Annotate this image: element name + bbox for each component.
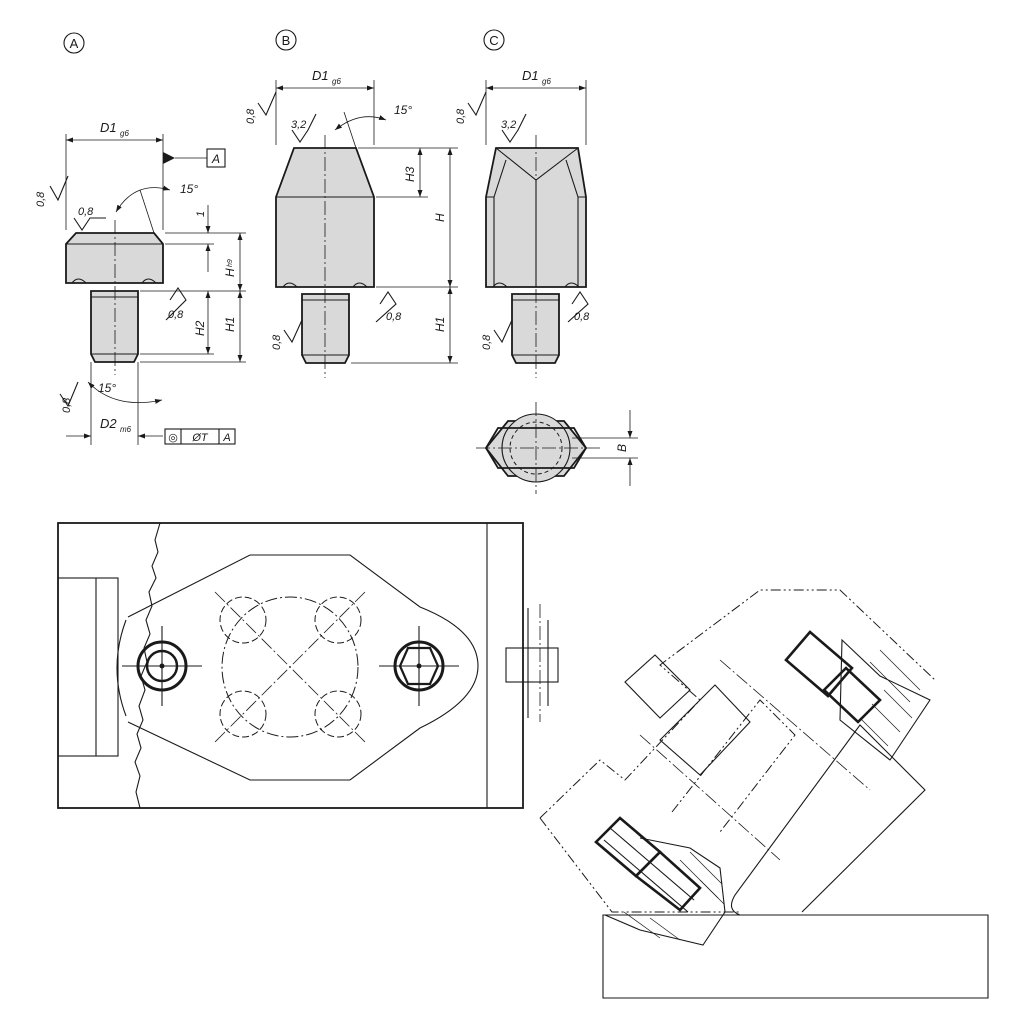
svg-text:0,8: 0,8 <box>35 191 47 207</box>
variant-a-angle-bottom: 15° <box>98 381 116 395</box>
lower-pin-section <box>594 816 726 946</box>
variant-a-label: A <box>70 36 79 51</box>
variant-c-d1-label: D1 <box>522 68 539 83</box>
upper-pin-section <box>784 630 931 761</box>
svg-text:0,8: 0,8 <box>455 108 467 124</box>
variant-c-d1-tolerance: g6 <box>542 77 551 86</box>
variant-b-drawing: B D1 g6 15° 0,8 3,2 0,8 0,8 <box>245 29 458 378</box>
variant-a-roughness-side: 0,8 <box>35 175 69 207</box>
variant-b-roughness-top: 0,8 <box>245 91 277 124</box>
svg-text:0,8: 0,8 <box>168 309 184 321</box>
variant-c-top-view: B <box>476 402 638 494</box>
variant-a-h1-label: H1 <box>223 317 237 332</box>
variant-c-roughness-shank: 0,8 <box>481 319 513 350</box>
variant-b-angle: 15° <box>394 103 412 117</box>
variant-b-roughness-shank: 0,8 <box>271 319 303 350</box>
variant-c-roughness-shoulder: 0,8 <box>567 291 590 323</box>
variant-a-d2-label: D2 <box>100 416 117 431</box>
svg-text:A: A <box>222 432 230 444</box>
variant-a-h-label: H <box>223 268 237 277</box>
variant-b-d1-tolerance: g6 <box>332 77 341 86</box>
svg-text:0,8: 0,8 <box>245 108 257 124</box>
svg-text:ØT: ØT <box>191 432 209 444</box>
variant-c-roughness-top: 0,8 <box>455 91 487 124</box>
variant-a-roughness-shank: 0,8 <box>59 381 79 413</box>
variant-a-drawing: A D1 g6 A 15° 0,8 0,8 <box>35 32 246 445</box>
variant-c-roughness-groove: 3,2 <box>501 113 527 143</box>
svg-text:0,8: 0,8 <box>481 334 493 350</box>
variant-c-label: C <box>489 33 498 48</box>
variant-b-h3-label: H3 <box>403 166 417 182</box>
svg-text:0,8: 0,8 <box>386 311 402 323</box>
variant-a-h2-label: H2 <box>193 320 207 336</box>
variant-a-d2-tolerance: m6 <box>120 425 132 434</box>
svg-text:0,8: 0,8 <box>61 397 73 413</box>
variant-a-d1-tolerance: g6 <box>120 129 129 138</box>
svg-text:3,2: 3,2 <box>501 119 516 131</box>
variant-c-b-label: B <box>615 444 629 452</box>
variant-b-d1-label: D1 <box>312 68 329 83</box>
variant-a-d1-label: D1 <box>100 120 117 135</box>
svg-text:0,8: 0,8 <box>574 311 590 323</box>
application-angled-section <box>539 589 989 999</box>
variant-c-drawing: C D1 g6 0,8 3,2 0,8 0,8 <box>455 29 638 494</box>
tolerance-frame: ◎ ØT A <box>164 428 236 445</box>
variant-a-roughness-shoulder: 0,8 <box>165 287 187 321</box>
variant-a-datum-label: A <box>211 152 220 166</box>
variant-b-h-label: H <box>433 213 447 222</box>
svg-text:0,8: 0,8 <box>78 206 94 218</box>
variant-b-roughness-shoulder: 0,8 <box>375 291 402 323</box>
diamond-locating-pin <box>379 626 459 706</box>
variant-b-label: B <box>282 33 291 48</box>
svg-text:◎: ◎ <box>168 432 178 444</box>
application-plan-view <box>57 522 559 809</box>
variant-b-h1-label: H1 <box>433 317 447 332</box>
svg-text:3,2: 3,2 <box>291 119 306 131</box>
variant-a-h-tolerance: h9 <box>227 259 234 267</box>
variant-a-roughness-top: 0,8 <box>73 206 106 231</box>
variant-b-roughness-chamfer: 3,2 <box>291 113 317 143</box>
variant-a-dim-1: 1 <box>195 211 207 217</box>
round-locating-pin <box>122 626 202 706</box>
variant-a-angle-top: 15° <box>180 182 198 196</box>
svg-text:0,8: 0,8 <box>271 334 283 350</box>
